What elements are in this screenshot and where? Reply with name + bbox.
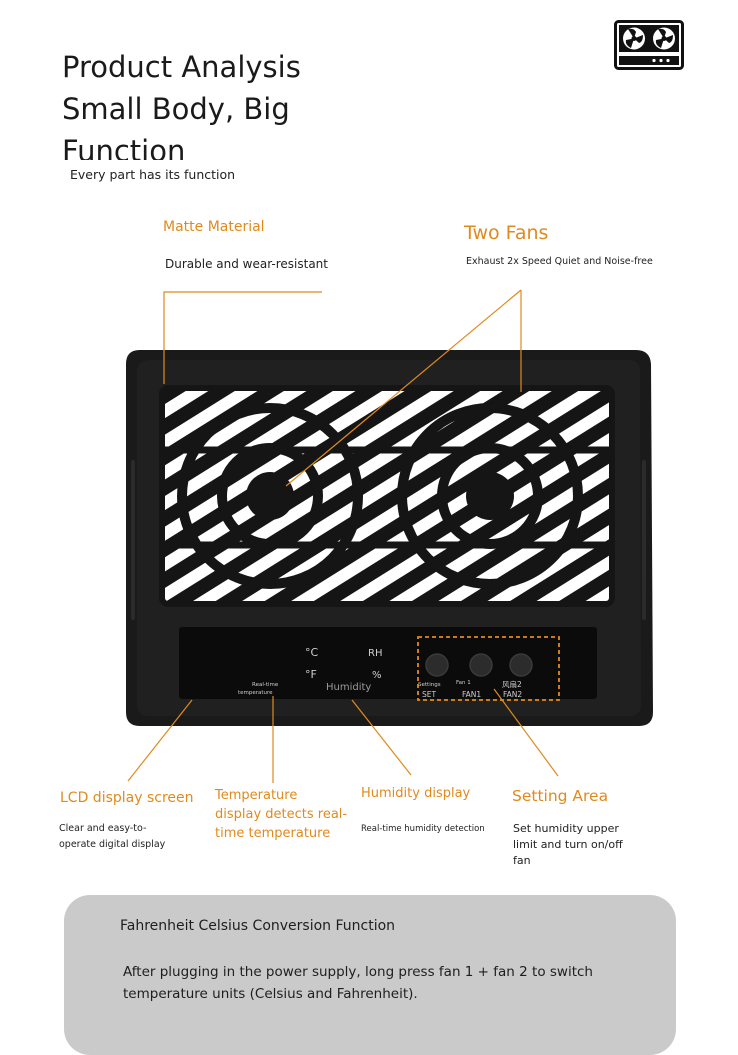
fan2-label: FAN2 [503,690,522,699]
control-panel [179,627,597,699]
settings-small-label: Settings [418,682,441,688]
set-button [425,653,449,677]
setting-desc-line-1: Set humidity upper [513,822,619,835]
fan1-button [469,653,493,677]
matte-material-title: Matte Material [163,219,265,235]
humidity-display-desc: Real-time humidity detection [361,824,485,834]
conversion-info-line-2: temperature units (Celsius and Fahrenhei… [123,986,418,1002]
page-title: Product Analysis Small Body, Big Functio… [62,46,301,160]
page-title-line-2: Small Body, Big [62,92,290,126]
celsius-unit: °C [305,646,319,659]
setting-area-title: Setting Area [512,787,609,805]
two-fans-title: Two Fans [464,222,549,244]
humidity-label: Humidity [326,682,371,693]
fan-grille [159,385,615,607]
humidity-display-title: Humidity display [361,786,471,801]
temperature-display-title: Temperature display detects real- time t… [215,786,347,843]
two-fans-desc: Exhaust 2x Speed Quiet and Noise-free [466,256,653,267]
matte-material-desc: Durable and wear-resistant [165,257,328,271]
rh-label: RH [368,648,382,659]
lcd-display-desc: Clear and easy-to- operate digital displ… [59,821,165,853]
callout-leader-lines [127,289,559,783]
lcd-display-desc-line-2: operate digital display [59,839,166,850]
conversion-info-box [64,895,676,1055]
setting-desc-line-2: limit and turn on/off [513,838,623,851]
page-title-line-1: Product Analysis [62,50,301,84]
lcd-display-desc-line-1: Clear and easy-to- [59,823,147,834]
temperature-title-line-2: display detects real- [215,807,348,822]
fan-hubs [246,472,514,520]
conversion-info-line-1: After plugging in the power supply, long… [123,964,593,980]
lcd-display-title: LCD display screen [60,790,194,806]
fan1-small-label: Fan 1 [456,680,471,686]
setting-area-outline [417,636,560,701]
setting-desc-line-3: fan [513,854,531,867]
temperature-title-line-1: Temperature [215,788,298,803]
page-title-line-3: Function [62,134,186,160]
percent-label: % [372,670,382,681]
temperature-title-line-3: time temperature [215,826,331,841]
temperature-small-label: temperature [238,690,273,696]
fan1-label: FAN1 [462,690,481,699]
conversion-info-title: Fahrenheit Celsius Conversion Function [120,918,396,934]
conversion-info-text: After plugging in the power supply, long… [123,961,593,1005]
fan2-small-label: 风扇2 [502,679,522,689]
setting-area-desc: Set humidity upper limit and turn on/off… [513,821,623,869]
fan2-button [509,653,533,677]
page-subtitle: Every part has its function [70,167,236,182]
realtime-label: Real-time [252,682,279,688]
set-label: SET [422,690,436,699]
twin-fan-device-icon [614,20,684,74]
fahrenheit-unit: °F [305,668,317,681]
